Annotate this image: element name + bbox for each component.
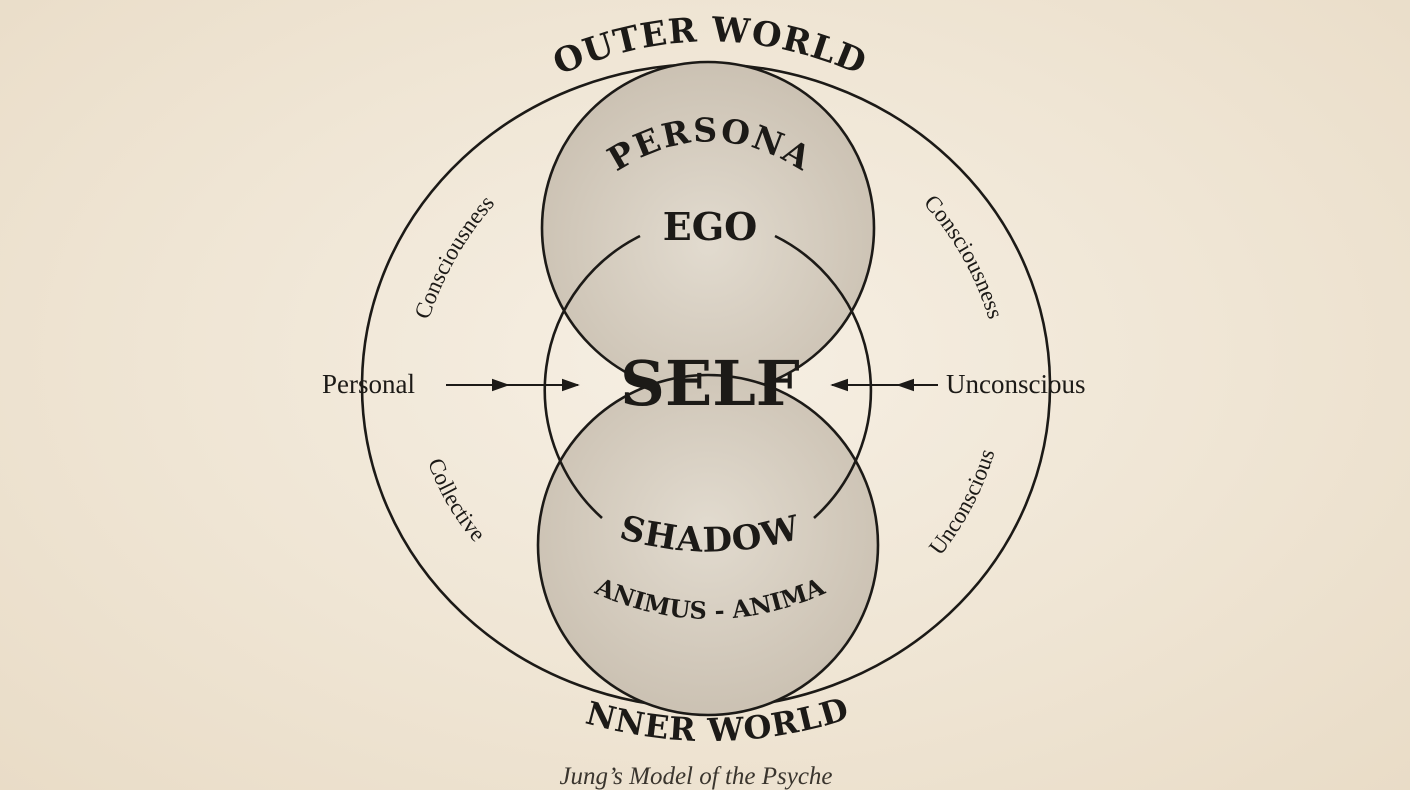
unconscious-label: Unconscious (946, 369, 1085, 399)
personal-label: Personal (322, 369, 415, 399)
caption: Jung’s Model of the Psyche (559, 763, 832, 790)
self-label: SELF (620, 347, 800, 420)
collective-label: Collective (423, 455, 490, 546)
self-ring-right (774, 234, 873, 519)
consciousness-left-label: Consciousness (410, 190, 499, 322)
ego-label: EGO (663, 204, 758, 249)
unconscious-right-label: Unconscious (924, 446, 999, 560)
lower-circle (536, 373, 880, 717)
self-ring-left (543, 234, 641, 519)
